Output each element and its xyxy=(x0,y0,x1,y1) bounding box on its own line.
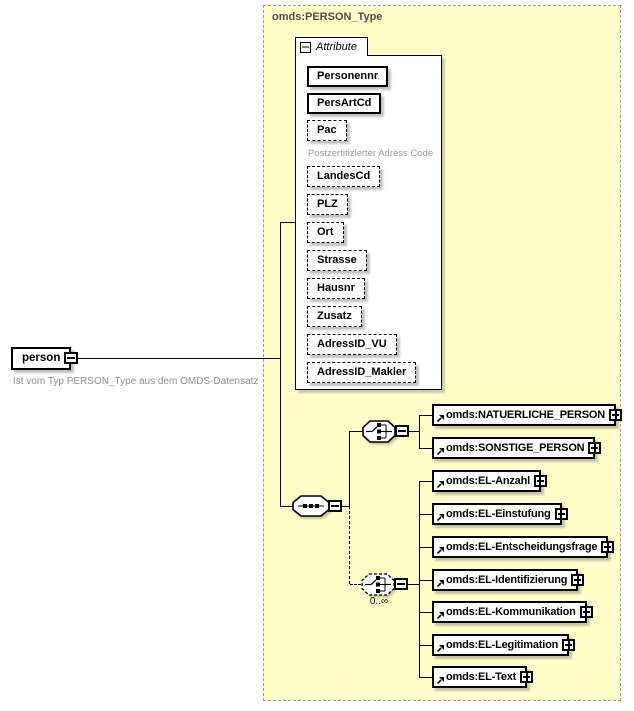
attribute-personennr[interactable]: Personennr xyxy=(307,66,389,87)
connector xyxy=(419,415,432,416)
attribute-ort[interactable]: Ort xyxy=(307,222,344,243)
connector xyxy=(419,612,432,613)
connector xyxy=(280,222,295,223)
minus-expander-icon[interactable] xyxy=(64,352,78,364)
reference-arrow-icon xyxy=(436,579,445,588)
element-omds-el-legitimation[interactable]: omds:EL-Legitimation xyxy=(432,634,576,656)
attribute-pac[interactable]: Pac xyxy=(307,120,347,141)
reference-arrow-icon xyxy=(436,546,445,555)
minus-expander-icon[interactable] xyxy=(300,41,311,53)
connector xyxy=(409,431,419,432)
choice-icon xyxy=(361,573,395,596)
connector xyxy=(419,514,432,515)
connector xyxy=(419,580,432,581)
connector xyxy=(78,358,281,359)
reference-arrow-icon xyxy=(436,513,445,522)
element-label: omds:EL-Identifizierung xyxy=(446,574,568,586)
element-label: omds:EL-Kommunikation xyxy=(446,606,576,618)
element-label: omds:NATUERLICHE_PERSON xyxy=(446,409,605,421)
element-omds-natuerliche-person[interactable]: omds:NATUERLICHE_PERSON xyxy=(432,404,622,426)
plus-expander-icon[interactable] xyxy=(554,508,568,520)
plus-expander-icon[interactable] xyxy=(571,574,585,586)
reference-arrow-icon xyxy=(436,447,445,456)
element-omds-el-identifizierung[interactable]: omds:EL-Identifizierung xyxy=(432,569,585,591)
element-omds-sonstige-person[interactable]: omds:SONSTIGE_PERSON xyxy=(432,437,602,459)
choice-icon xyxy=(362,420,396,443)
reference-arrow-icon xyxy=(436,414,445,423)
connector xyxy=(280,222,281,506)
choice-compositor[interactable] xyxy=(362,420,396,443)
plus-expander-icon[interactable] xyxy=(588,442,602,454)
attribute-zusatz[interactable]: Zusatz xyxy=(307,306,362,327)
connector xyxy=(419,415,420,448)
plus-expander-icon[interactable] xyxy=(601,541,615,553)
element-omds-el-kommunikation[interactable]: omds:EL-Kommunikation xyxy=(432,601,593,623)
connector xyxy=(349,506,350,584)
connector xyxy=(280,506,293,507)
attribute-strasse[interactable]: Strasse xyxy=(307,250,367,271)
element-label: omds:SONSTIGE_PERSON xyxy=(446,442,585,454)
connector xyxy=(349,431,350,506)
element-label: omds:EL-Legitimation xyxy=(446,639,559,651)
connector xyxy=(350,584,361,585)
attribute-landescd[interactable]: LandesCd xyxy=(307,166,381,187)
connector xyxy=(419,481,420,677)
attribute-persartcd[interactable]: PersArtCd xyxy=(307,93,382,114)
connector xyxy=(419,645,432,646)
reference-arrow-icon xyxy=(436,611,445,620)
plus-expander-icon[interactable] xyxy=(562,639,576,651)
repeating-choice-compositor[interactable] xyxy=(361,573,395,596)
element-label: omds:EL-Einstufung xyxy=(446,508,551,520)
attributes-panel: Personennr PersArtCd Pac Postzertifizier… xyxy=(295,55,442,390)
minus-expander-icon[interactable] xyxy=(395,425,409,437)
connector xyxy=(350,431,362,432)
plus-expander-icon[interactable] xyxy=(609,409,622,421)
attribute-plz[interactable]: PLZ xyxy=(307,194,348,215)
plus-expander-icon[interactable] xyxy=(533,475,547,487)
connector xyxy=(342,506,350,507)
minus-expander-icon[interactable] xyxy=(394,578,408,590)
attribute-pac-annotation: Postzertifizierter Adress Code xyxy=(308,148,434,159)
reference-arrow-icon xyxy=(436,644,445,653)
attributes-tab[interactable]: Attribute xyxy=(295,37,368,56)
element-omds-el-einstufung[interactable]: omds:EL-Einstufung xyxy=(432,503,568,525)
attributes-tab-label: Attribute xyxy=(316,41,357,53)
attribute-adressid-vu[interactable]: AdressID_VU xyxy=(307,334,397,355)
root-element-person[interactable]: person xyxy=(11,347,72,370)
connector xyxy=(419,448,432,449)
reference-arrow-icon xyxy=(436,676,445,685)
sequence-compositor[interactable] xyxy=(292,495,330,517)
sequence-icon xyxy=(292,495,330,517)
attribute-adressid-makler[interactable]: AdressID_Makler xyxy=(307,362,417,383)
element-omds-el-text[interactable]: omds:EL-Text xyxy=(432,666,534,688)
type-container-title: omds:PERSON_Type xyxy=(272,11,383,23)
element-omds-el-entscheidungsfrage[interactable]: omds:EL-Entscheidungsfrage xyxy=(432,536,615,558)
root-element-label: person xyxy=(22,352,61,364)
element-label: omds:EL-Anzahl xyxy=(446,475,530,487)
root-element-annotation: Ist vom Typ PERSON_Type aus dem OMDS-Dat… xyxy=(13,376,259,387)
occurrence-label: 0..∞ xyxy=(369,596,389,607)
connector xyxy=(408,584,419,585)
connector xyxy=(419,481,432,482)
connector xyxy=(419,677,432,678)
reference-arrow-icon xyxy=(436,480,445,489)
minus-expander-icon[interactable] xyxy=(328,500,342,512)
attribute-hausnr[interactable]: Hausnr xyxy=(307,278,365,299)
element-label: omds:EL-Entscheidungsfrage xyxy=(446,541,598,553)
plus-expander-icon[interactable] xyxy=(520,671,534,683)
connector xyxy=(419,547,432,548)
plus-expander-icon[interactable] xyxy=(579,606,593,618)
element-omds-el-anzahl[interactable]: omds:EL-Anzahl xyxy=(432,470,547,492)
element-label: omds:EL-Text xyxy=(446,671,517,683)
